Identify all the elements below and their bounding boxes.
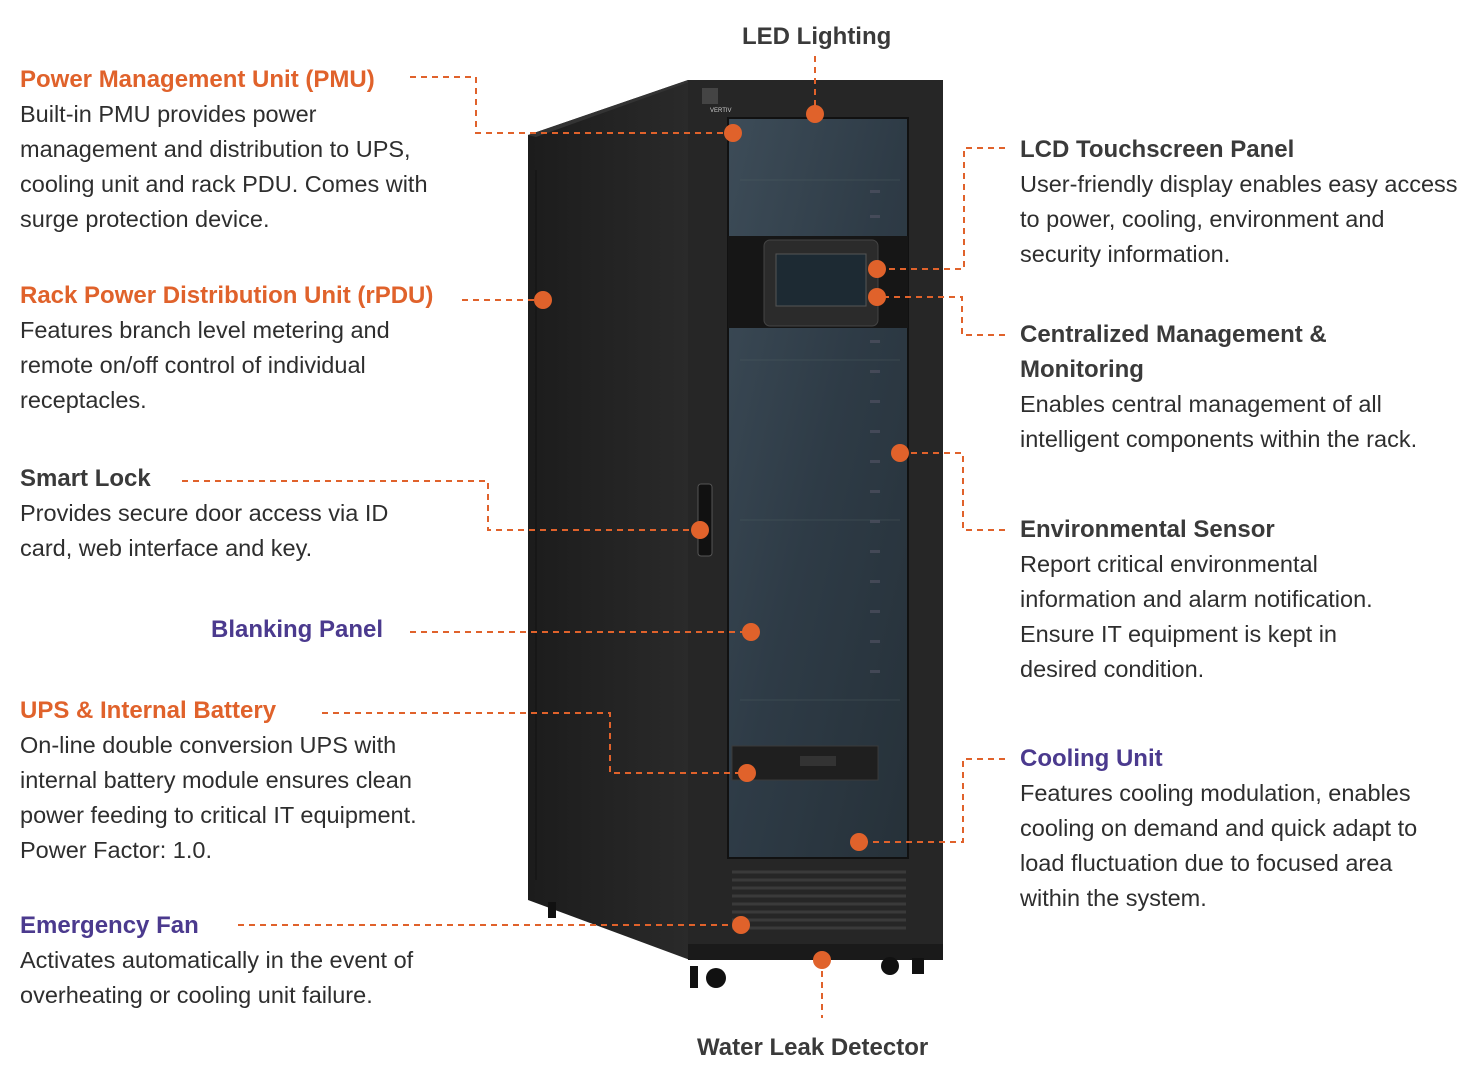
pmu-callout: Power Management Unit (PMU) Built-in PMU… xyxy=(20,62,460,237)
rpdu-description: Features branch level metering and remot… xyxy=(20,317,390,413)
smart-lock-description: Provides secure door access via ID card,… xyxy=(20,500,389,561)
emergency-fan-callout: Emergency Fan Activates automatically in… xyxy=(20,908,470,1013)
env-sensor-title: Environmental Sensor xyxy=(1020,516,1275,543)
emergency-fan-description: Activates automatically in the event of … xyxy=(20,947,414,1008)
env-sensor-callout: Environmental Sensor Report critical env… xyxy=(1020,512,1440,687)
led-lighting-title: LED Lighting xyxy=(742,23,892,50)
ups-description: On-line double conversion UPS with inter… xyxy=(20,732,417,863)
rpdu-callout: Rack Power Distribution Unit (rPDU) Feat… xyxy=(20,278,460,418)
callout-dots xyxy=(534,105,909,969)
cooling-title: Cooling Unit xyxy=(1020,745,1163,772)
cabinet-front-frame xyxy=(548,80,943,988)
lcd-callout: LCD Touchscreen Panel User-friendly disp… xyxy=(1020,132,1460,272)
smart-lock-callout: Smart Lock Provides secure door access v… xyxy=(20,461,440,566)
rpdu-title: Rack Power Distribution Unit (rPDU) xyxy=(20,282,434,309)
env-sensor-description: Report critical environmental informatio… xyxy=(1020,551,1373,682)
vertiv-logo: VERTIV xyxy=(710,108,732,114)
ups-callout: UPS & Internal Battery On-line double co… xyxy=(20,693,470,868)
cooling-description: Features cooling modulation, enables coo… xyxy=(1020,780,1418,911)
water-leak-title: Water Leak Detector xyxy=(697,1034,929,1061)
pmu-title: Power Management Unit (PMU) xyxy=(20,66,375,93)
ups-title: UPS & Internal Battery xyxy=(20,697,277,724)
leader-lines xyxy=(182,56,1005,1018)
blanking-panel-title: Blanking Panel xyxy=(211,616,384,643)
smart-lock-title: Smart Lock xyxy=(20,465,151,492)
centralized-title: Centralized Management & Monitoring xyxy=(1020,321,1327,383)
pmu-description: Built-in PMU provides power management a… xyxy=(20,101,428,232)
centralized-callout: Centralized Management & Monitoring Enab… xyxy=(1020,317,1460,457)
cabinet-side-panel xyxy=(528,80,695,960)
lcd-description: User-friendly display enables easy acces… xyxy=(1020,171,1458,267)
cooling-callout: Cooling Unit Features cooling modulation… xyxy=(1020,741,1440,916)
emergency-fan-title: Emergency Fan xyxy=(20,912,199,939)
lcd-title: LCD Touchscreen Panel xyxy=(1020,136,1295,163)
centralized-description: Enables central management of all intell… xyxy=(1020,391,1418,452)
